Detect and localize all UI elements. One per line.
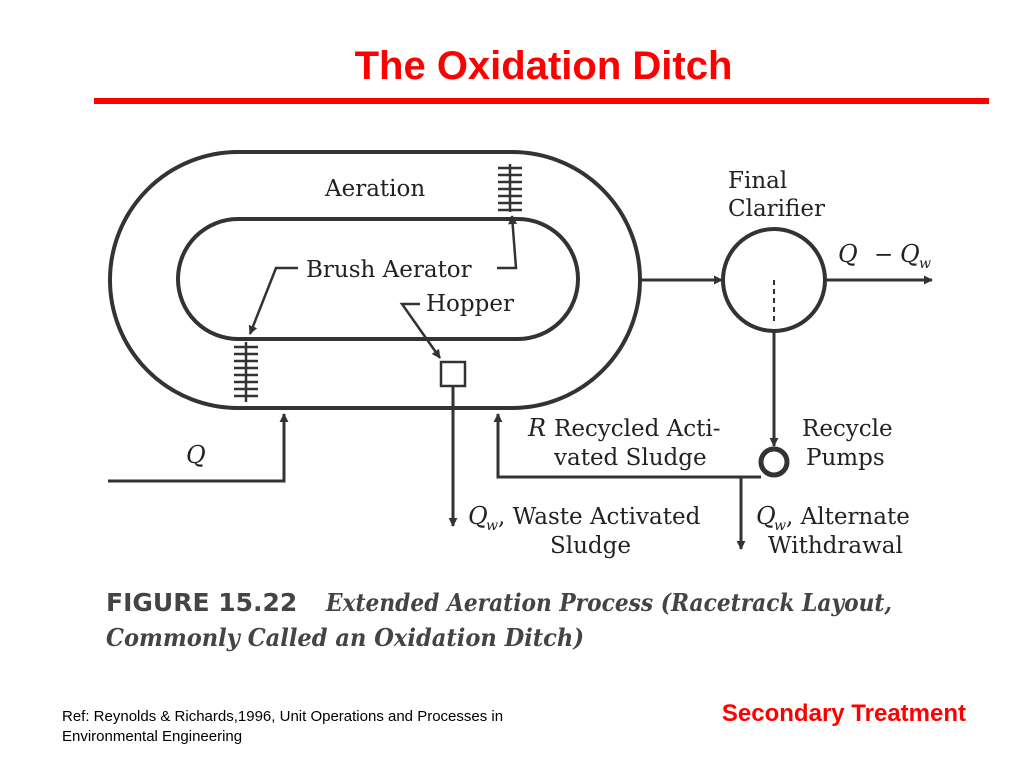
influent-line <box>108 413 289 483</box>
alt-q: Q <box>756 502 776 530</box>
hopper-leader <box>399 302 442 359</box>
figure-caption-2: Commonly Called an Oxidation Ditch) <box>106 623 584 652</box>
reference-line-1: Ref: Reynolds & Richards,1996, Unit Oper… <box>62 708 504 725</box>
ras-r: R <box>527 414 546 442</box>
recycle-pumps-label-1: Recycle <box>802 416 893 442</box>
ras-label-1: Recycled Acti- <box>554 416 721 442</box>
slide-title: The Oxidation Ditch <box>354 44 733 88</box>
final-clarifier-label-2: Clarifier <box>728 196 825 222</box>
ras-label: R Recycled Acti- vated Sludge <box>527 414 721 471</box>
was-q: Q <box>468 502 488 530</box>
figure-number: FIGURE 15.22 <box>106 588 297 617</box>
alt-q-sub: w <box>774 518 786 534</box>
hopper-box <box>439 360 467 388</box>
brush-aerator-leader-left <box>248 266 298 335</box>
ras-return-line <box>493 413 761 479</box>
recycle-pump <box>758 446 790 478</box>
alt-label-1: , Alternate <box>786 504 910 530</box>
footer-topic: Secondary Treatment <box>721 700 966 727</box>
ras-label-2: vated Sludge <box>553 445 707 471</box>
influent-q: Q <box>186 441 206 469</box>
effluent-label: Q − Q w <box>838 240 931 272</box>
alternate-withdrawal-label: Q w , Alternate Withdrawal <box>756 502 910 559</box>
brush-aerator-leader-right <box>497 215 518 270</box>
was-label: Q w , Waste Activated Sludge <box>468 502 701 559</box>
final-clarifier-label-1: Final <box>728 168 787 194</box>
was-label-1: , Waste Activated <box>498 504 701 530</box>
effluent-qw: Q <box>900 240 920 268</box>
effluent-q: Q <box>838 240 858 268</box>
was-label-2: Sludge <box>550 533 631 559</box>
effluent-qw-sub: w <box>919 256 931 272</box>
hopper-label: Hopper <box>426 291 514 317</box>
reference-citation: Ref: Reynolds & Richards,1996, Unit Oper… <box>62 707 602 747</box>
recycle-pumps-label-2: Pumps <box>806 445 885 471</box>
brush-aerator-bottom <box>234 342 258 402</box>
ditch-inner-island <box>176 217 580 341</box>
figure-caption-1: Extended Aeration Process (Racetrack Lay… <box>325 588 892 617</box>
brush-aerator-label: Brush Aerator <box>306 257 472 283</box>
brush-aerator-top <box>498 164 522 212</box>
reference-line-2: Environmental Engineering <box>62 728 243 745</box>
title-rule <box>94 98 989 104</box>
effluent-minus: − <box>874 242 893 268</box>
aeration-label: Aeration <box>324 176 425 202</box>
alt-label-2: Withdrawal <box>768 533 903 559</box>
was-q-sub: w <box>486 518 498 534</box>
